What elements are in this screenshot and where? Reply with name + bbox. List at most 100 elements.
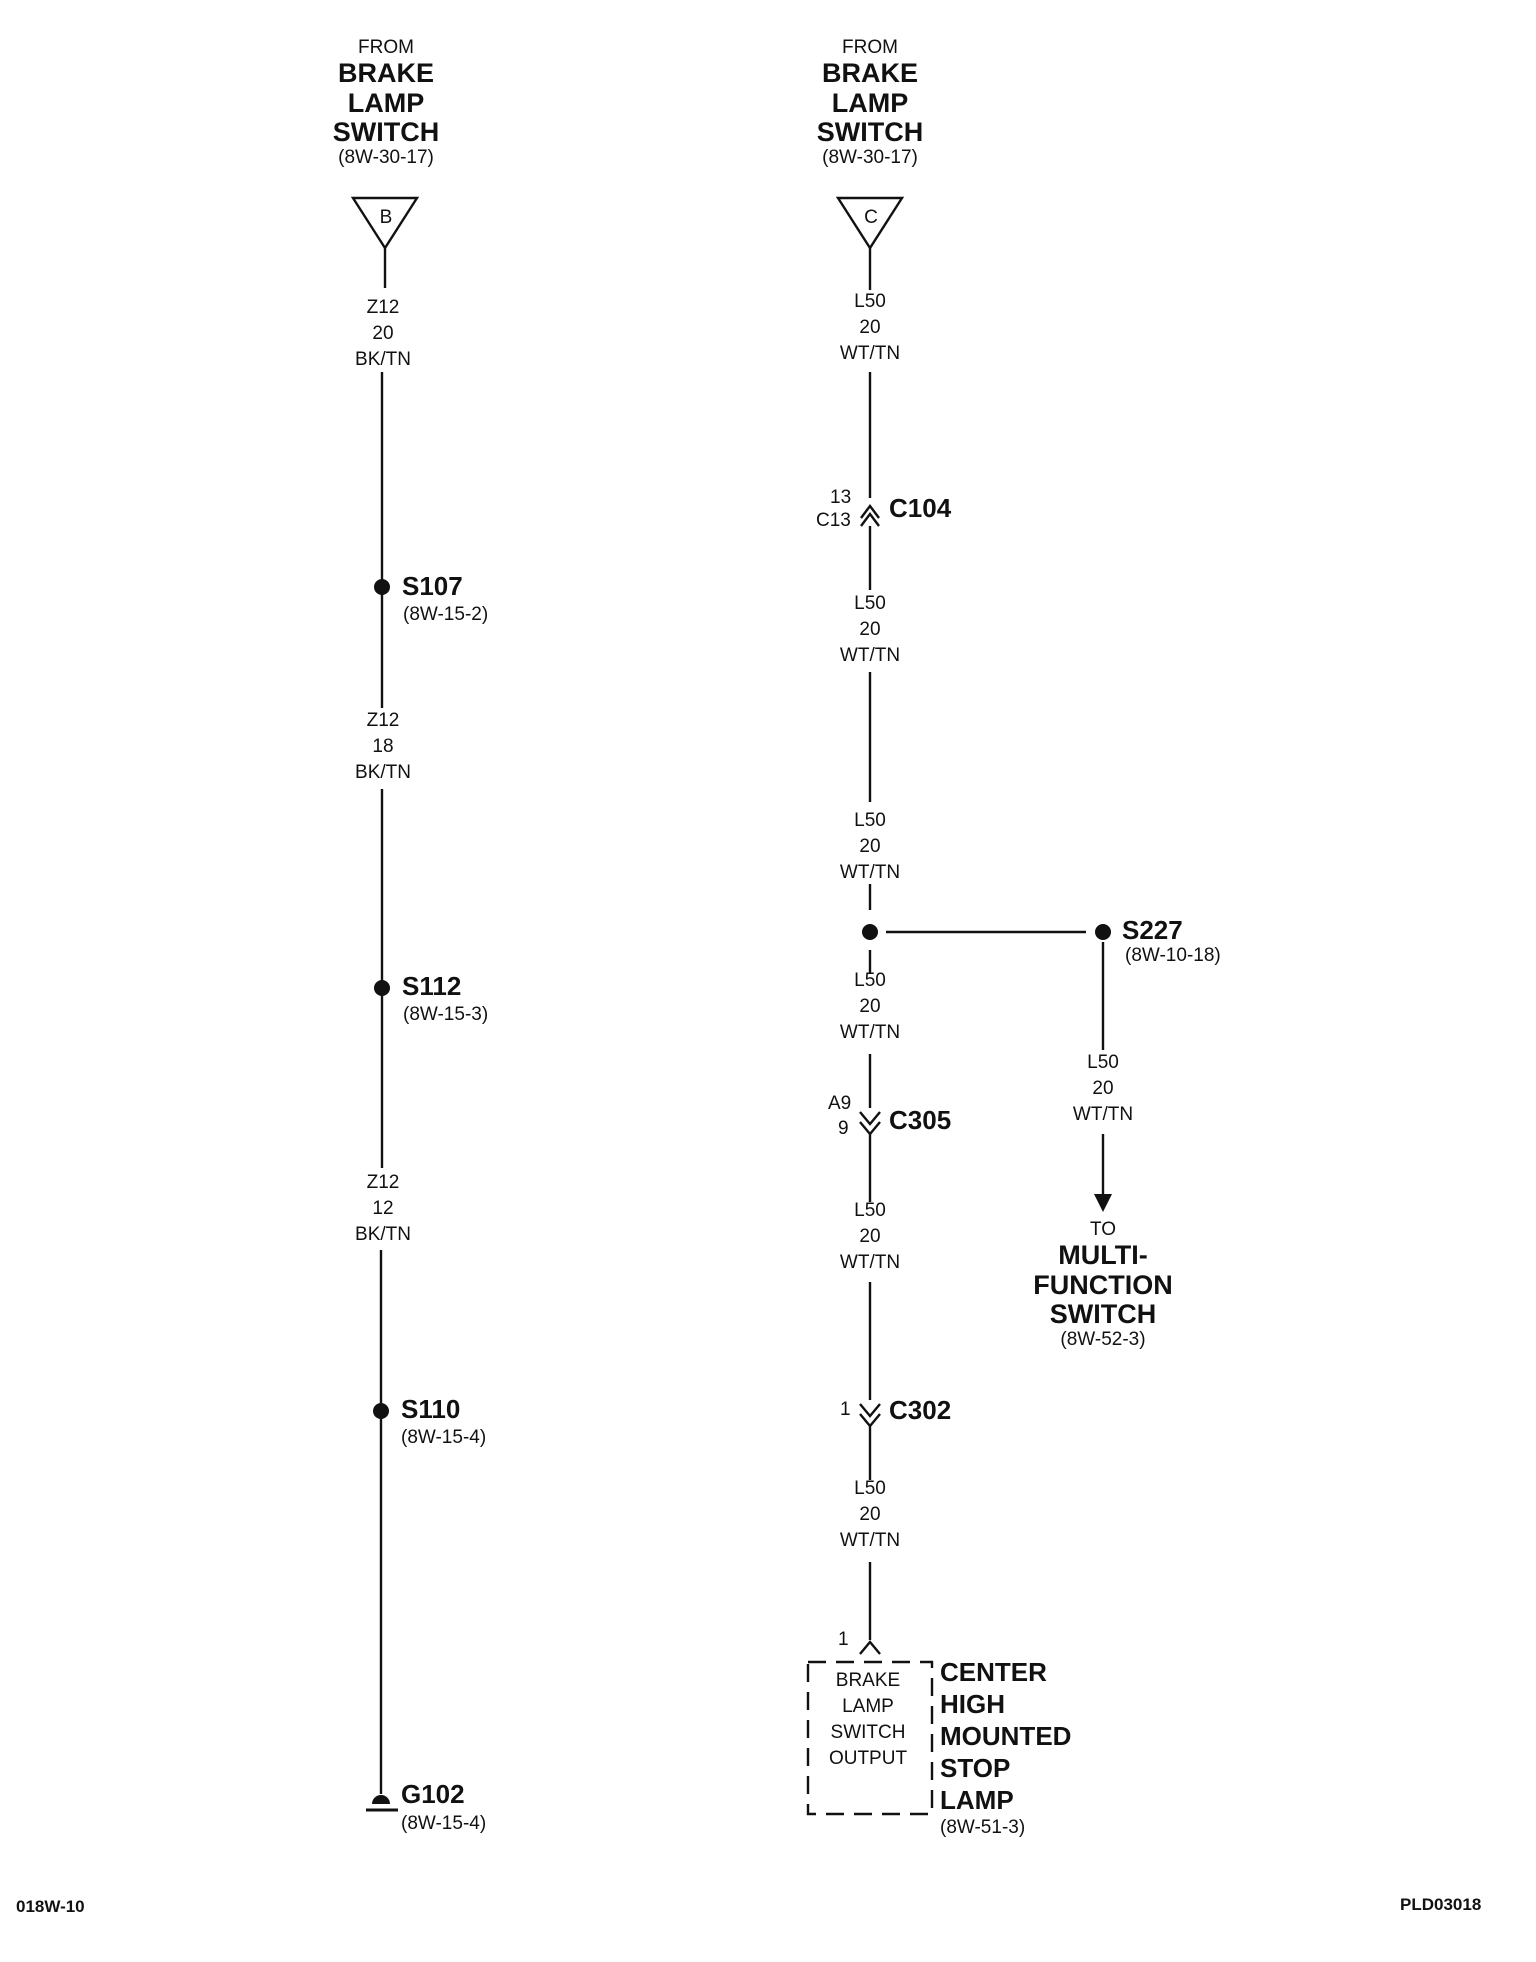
lamp-name-line: LAMP [940,1785,1014,1815]
left-wire-label-3: Z12 12 BK/TN [355,1170,411,1248]
ground-g102-ref: (8W-15-4) [401,1813,487,1834]
footer-left-code: 018W-10 [16,1897,85,1916]
wire-gauge: 20 [859,317,881,338]
wire-circuit: L50 [854,810,886,831]
wire-color: WT/TN [1072,1104,1134,1125]
left-source-line2: LAMP [347,87,425,118]
left-source-ref: (8W-30-17) [338,146,434,168]
wire-color: WT/TN [839,862,901,883]
left-wire-label-2: Z12 18 BK/TN [355,708,411,786]
wire-circuit: L50 [854,593,886,614]
branch-wire-label: L50 20 WT/TN [1073,1050,1133,1128]
ground-g102-symbol [372,1795,390,1804]
connector-c-triangle [835,196,905,251]
wire-circuit: Z12 [366,710,400,731]
connector-b-letter: B [379,207,393,228]
wire-color: BK/TN [355,762,411,783]
right-wire-label-4: L50 20 WT/TN [840,968,900,1046]
c104-pin-bottom: C13 [816,510,851,531]
wire-circuit: L50 [854,1478,886,1499]
c305-connector-symbol [859,1111,881,1126]
wire-color: BK/TN [355,1224,411,1245]
right-wire-label-2: L50 20 WT/TN [840,591,900,669]
right-source-ref: (8W-30-17) [822,146,918,168]
c302-connector-symbol [859,1403,881,1418]
c302-pin: 1 [840,1399,851,1420]
wire-circuit: L50 [854,1200,886,1221]
lamp-box-text: BRAKE LAMP SWITCH OUTPUT [829,1668,907,1772]
c305-pin-top: A9 [828,1093,852,1114]
right-source-line3: SWITCH [816,117,924,148]
lamp-ref: (8W-51-3) [940,1817,1026,1838]
right-wire-label-6: L50 20 WT/TN [840,1476,900,1554]
lamp-name-line: MOUNTED [940,1721,1072,1751]
destination-arrow [1094,1194,1112,1212]
right-source-line1: BRAKE [821,57,919,88]
splice-s112-name: S112 [402,971,462,1001]
destination-label: TO MULTI- FUNCTION SWITCH (8W-52-3) [1033,1219,1173,1351]
splice-s107-dot [374,579,390,595]
destination-line3: SWITCH [1049,1299,1157,1330]
destination-line1: MULTI- [1058,1239,1148,1270]
lamp-box-line: SWITCH [830,1722,906,1743]
lamp-name-line: CENTER [940,1657,1047,1687]
wire-color: WT/TN [839,343,901,364]
right-splice-dot [862,924,878,940]
right-source-label: FROM BRAKE LAMP SWITCH (8W-30-17) [816,37,924,169]
splice-s110-ref: (8W-15-4) [401,1427,487,1448]
connector-c-letter: C [864,207,878,228]
wire-circuit: L50 [1087,1052,1119,1073]
connector-b-triangle [350,196,420,251]
lamp-component-box [806,1660,934,1816]
wire-circuit: L50 [854,291,886,312]
lamp-box-line: BRAKE [835,1670,901,1691]
wire-circuit: L50 [854,970,886,991]
footer-right-code: PLD03018 [1400,1895,1482,1914]
c104-connector-symbol-2 [860,512,880,527]
c104-name: C104 [889,493,952,523]
splice-s112-ref: (8W-15-3) [403,1004,489,1025]
c104-pin-top: 13 [830,487,852,508]
splice-s110-dot [373,1403,389,1419]
wire-gauge: 20 [372,323,394,344]
right-wire-label-3: L50 20 WT/TN [840,808,900,886]
lamp-name: CENTER HIGH MOUNTED STOP LAMP [940,1656,1071,1816]
wire-color: WT/TN [839,1022,901,1043]
wire-gauge: 20 [859,619,881,640]
left-wire-label-1: Z12 20 BK/TN [355,295,411,373]
c305-pin-bottom: 9 [838,1118,849,1139]
lamp-box-line: OUTPUT [828,1748,908,1769]
right-wire-label-5: L50 20 WT/TN [840,1198,900,1276]
lamp-name-line: HIGH [940,1689,1005,1719]
lamp-pin: 1 [838,1629,849,1650]
ground-g102-name: G102 [401,1779,465,1809]
wire-gauge: 20 [859,1226,881,1247]
lamp-box-line: LAMP [842,1696,894,1717]
right-source-from: FROM [842,37,898,58]
c302-name: C302 [889,1395,952,1425]
wire-gauge: 12 [372,1198,394,1219]
right-wire-label-1: L50 20 WT/TN [840,289,900,367]
left-source-line1: BRAKE [337,57,435,88]
splice-s107-name: S107 [402,571,463,601]
c305-name: C305 [889,1105,952,1135]
splice-s107-ref: (8W-15-2) [403,604,489,625]
wire-gauge: 20 [859,836,881,857]
splice-s112-dot [374,980,390,996]
c104-connector-symbol [860,504,880,519]
destination-ref: (8W-52-3) [1060,1328,1146,1350]
splice-s110-name: S110 [401,1394,461,1424]
wire-color: WT/TN [839,1252,901,1273]
lamp-pin-symbol [859,1640,881,1655]
wire-gauge: 20 [859,996,881,1017]
wire-gauge: 20 [859,1504,881,1525]
wire-color: WT/TN [839,645,901,666]
wire-circuit: Z12 [366,1172,400,1193]
left-source-line3: SWITCH [332,117,440,148]
wire-gauge: 20 [1092,1078,1114,1099]
wire-gauge: 18 [372,736,394,757]
destination-line2: FUNCTION [1033,1269,1173,1300]
splice-s227-name: S227 [1122,915,1183,945]
destination-to: TO [1089,1219,1117,1240]
